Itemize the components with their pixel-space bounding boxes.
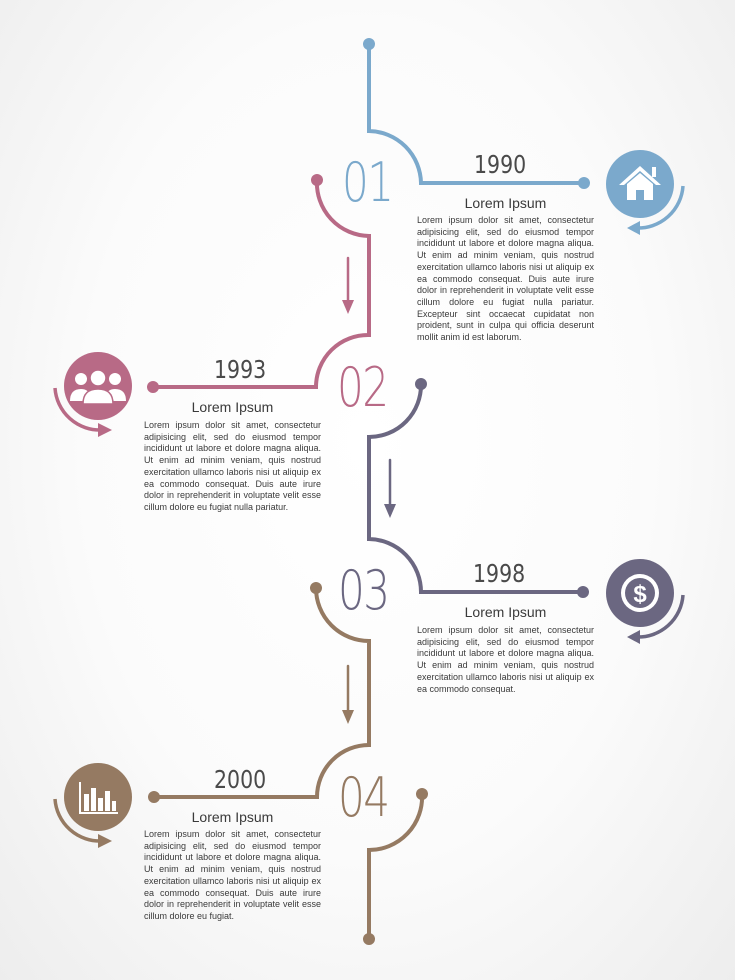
step-3-connector <box>367 378 589 598</box>
dollar-coin-icon: $ <box>621 574 659 612</box>
step-3-year: 1998 <box>473 559 526 588</box>
step-3-icon-badge: $ <box>606 559 685 644</box>
house-icon <box>619 166 661 200</box>
step-4-icon-badge <box>53 763 132 848</box>
people-icon <box>70 369 126 405</box>
step-1-number: 01 <box>342 151 394 214</box>
step-2-year: 1993 <box>214 355 267 384</box>
step-3-title: Lorem Ipsum <box>464 604 547 620</box>
down-arrow-2 <box>384 458 396 518</box>
step-4-description: Lorem ipsum dolor sit amet, consectetur … <box>144 829 321 921</box>
step-3-description: Lorem ipsum dolor sit amet, consectetur … <box>417 625 594 694</box>
bar-chart-icon <box>79 782 118 814</box>
step-2-description: Lorem ipsum dolor sit amet, consectetur … <box>144 420 321 512</box>
step-2-title: Lorem Ipsum <box>191 399 274 415</box>
down-arrow-3 <box>342 664 354 724</box>
step-1-description: Lorem ipsum dolor sit amet, consectetur … <box>417 215 594 343</box>
step-1-title: Lorem Ipsum <box>464 195 547 211</box>
svg-text:$: $ <box>633 581 647 608</box>
step-1-connector <box>363 38 590 189</box>
step-1-year: 1990 <box>474 150 527 179</box>
step-3-number: 03 <box>338 559 390 622</box>
step-4-title: Lorem Ipsum <box>191 809 274 825</box>
step-4-connector <box>148 582 428 945</box>
step-1-icon-badge <box>606 150 685 235</box>
step-2-connector <box>147 174 371 393</box>
step-4-year: 2000 <box>214 765 267 794</box>
step-2-icon-badge <box>53 352 132 437</box>
down-arrow-1 <box>342 256 354 314</box>
step-2-number: 02 <box>337 356 389 419</box>
step-4-number: 04 <box>338 766 390 829</box>
